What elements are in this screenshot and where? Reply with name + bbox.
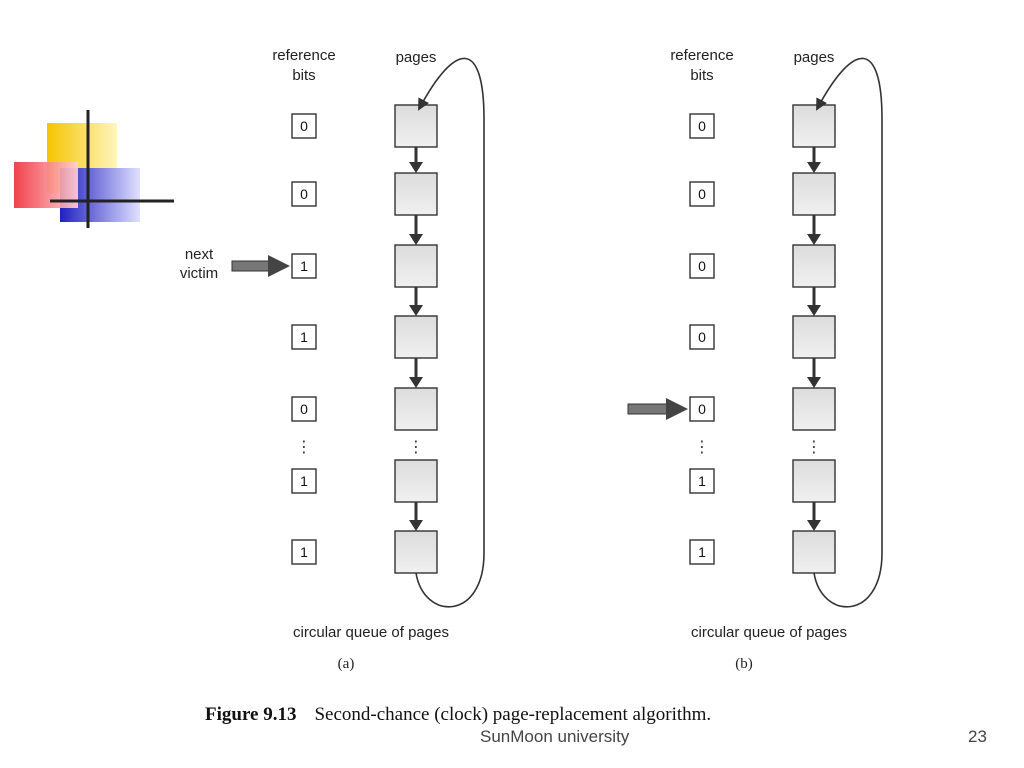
reference-bit-value: 0: [300, 186, 308, 202]
page-frame-box: [792, 172, 836, 216]
clock-pointer-arrow-shaft: [231, 260, 271, 272]
page-next-arrow-head: [409, 377, 423, 388]
page-next-arrow-head: [807, 162, 821, 173]
ellipsis-mark: ⋮: [806, 437, 822, 456]
reference-bit-border: [291, 113, 317, 139]
reference-bit-box: 0: [689, 396, 715, 422]
ellipsis-mark: ⋮: [296, 437, 312, 456]
clock-pointer-arrow-head: [666, 398, 688, 420]
reference-bits-header-line: bits: [292, 67, 316, 84]
reference-bit-value: 0: [698, 186, 706, 202]
reference-bit-value: 0: [300, 118, 308, 134]
clock-pointer-arrow-head: [268, 255, 290, 277]
reference-bit-box: 1: [291, 324, 317, 350]
ellipsis-mark: ⋮: [408, 437, 424, 456]
page-frame-box: [394, 104, 438, 148]
page-next-arrow-head: [409, 305, 423, 316]
reference-bit-box: 1: [291, 539, 317, 565]
page-next-arrow-head: [807, 305, 821, 316]
footer-university: SunMoon university: [480, 727, 630, 746]
page-frame-box: [792, 387, 836, 431]
reference-bit-border: [689, 396, 715, 422]
next-victim-label: next: [184, 246, 214, 263]
page-frame-box: [394, 387, 438, 431]
reference-bit-box: 0: [689, 113, 715, 139]
reference-bits-header-line: bits: [690, 67, 714, 84]
circular-queue-loop: [813, 57, 883, 608]
reference-bits-header-line: reference: [670, 47, 734, 64]
next-victim-label: victim: [179, 265, 219, 282]
reference-bit-value: 1: [300, 258, 308, 274]
slide-page-number: 23: [968, 727, 987, 746]
circular-queue-loop: [415, 57, 485, 608]
reference-bit-box: 1: [689, 468, 715, 494]
pages-header: pages: [395, 49, 437, 66]
circular-queue-caption: circular queue of pages: [293, 624, 449, 641]
reference-bit-border: [689, 181, 715, 207]
reference-bit-value: 1: [300, 473, 308, 489]
reference-bit-box: 0: [689, 324, 715, 350]
reference-bit-border: [291, 539, 317, 565]
page-frame-box: [394, 172, 438, 216]
reference-bit-border: [291, 253, 317, 279]
circular-queue-caption: circular queue of pages: [691, 624, 847, 641]
pages-header: pages: [793, 49, 835, 66]
reference-bit-box: 0: [291, 181, 317, 207]
reference-bit-border: [291, 468, 317, 494]
figure-caption: Figure 9.13 Second-chance (clock) page-re…: [205, 704, 711, 726]
page-frame-box: [792, 459, 836, 503]
reference-bit-border: [689, 539, 715, 565]
reference-bit-value: 0: [698, 118, 706, 134]
reference-bit-value: 0: [698, 329, 706, 345]
page-frame-box: [394, 244, 438, 288]
panel-sublabel: (a): [337, 656, 355, 672]
panel-sublabel: (b): [735, 656, 753, 672]
clock-pointer-arrow-shaft: [627, 403, 669, 415]
reference-bits-header-line: reference: [272, 47, 336, 64]
page-frame-box: [792, 315, 836, 359]
reference-bit-border: [291, 181, 317, 207]
page-next-arrow-head: [409, 520, 423, 531]
reference-bit-box: 1: [689, 539, 715, 565]
reference-bit-box: 0: [291, 113, 317, 139]
page-frame-box: [394, 315, 438, 359]
reference-bit-border: [689, 468, 715, 494]
reference-bit-value: 0: [698, 401, 706, 417]
reference-bit-value: 1: [300, 544, 308, 560]
page-next-arrow-head: [409, 234, 423, 245]
figure-caption-text: Second-chance (clock) page-replacement a…: [314, 704, 712, 725]
page-next-arrow-head: [807, 520, 821, 531]
clock-algorithm-diagram: 0 0 1 1 0 1 1 ⋮ ⋮ 0 0 0 0 0 1 1 ⋮ ⋮: [231, 57, 883, 608]
reference-bit-box: 0: [689, 181, 715, 207]
page-next-arrow-head: [807, 377, 821, 388]
page-frame-box: [792, 104, 836, 148]
reference-bit-box: 0: [291, 396, 317, 422]
reference-bit-box: 0: [689, 253, 715, 279]
reference-bit-border: [291, 396, 317, 422]
reference-bit-box: 1: [291, 468, 317, 494]
page-frame-box: [792, 244, 836, 288]
reference-bit-value: 1: [698, 473, 706, 489]
page-frame-box: [394, 530, 438, 574]
reference-bit-border: [689, 253, 715, 279]
ellipsis-mark: ⋮: [694, 437, 710, 456]
reference-bit-box: 1: [291, 253, 317, 279]
reference-bit-value: 1: [698, 544, 706, 560]
reference-bit-border: [291, 324, 317, 350]
page-next-arrow-head: [807, 234, 821, 245]
reference-bit-border: [689, 113, 715, 139]
figure-number: Figure 9.13: [205, 704, 297, 725]
reference-bit-value: 1: [300, 329, 308, 345]
reference-bit-value: 0: [698, 258, 706, 274]
page-next-arrow-head: [409, 162, 423, 173]
slide-logo-decoration: [14, 110, 174, 228]
page-frame-box: [394, 459, 438, 503]
reference-bit-value: 0: [300, 401, 308, 417]
page-frame-box: [792, 530, 836, 574]
reference-bit-border: [689, 324, 715, 350]
